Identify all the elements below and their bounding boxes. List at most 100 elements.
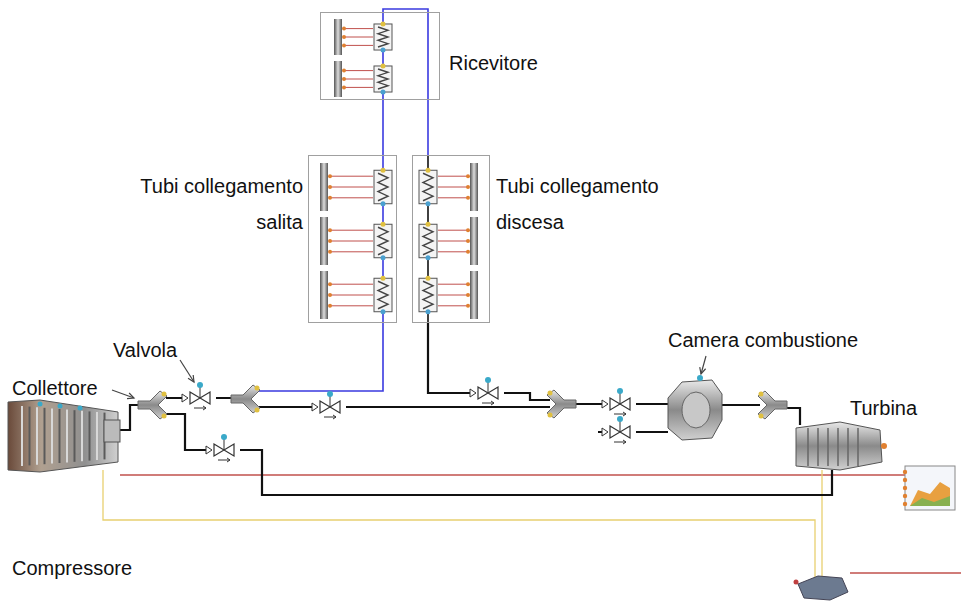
- pipe-icon: [423, 173, 433, 200]
- turbine-blades: [857, 428, 859, 466]
- compressor-blades: [74, 410, 76, 462]
- port-dot: [342, 43, 346, 47]
- valve-symbol: [182, 394, 188, 402]
- pipe-icon: [419, 170, 437, 203]
- valve-symbol: [324, 415, 336, 419]
- turbine-blades: [847, 428, 849, 466]
- heat-link: [345, 79, 373, 80]
- component-label: Turbina: [850, 396, 917, 420]
- monitor-icon: [905, 466, 955, 510]
- valve-symbol: [485, 377, 491, 383]
- port-dot: [466, 250, 470, 254]
- heat-link: [438, 251, 467, 252]
- heat-link: [345, 28, 373, 29]
- pipe-icon: [378, 227, 388, 254]
- valve-symbol: [200, 387, 201, 398]
- port-dot: [342, 27, 346, 31]
- valve-symbol: [620, 393, 621, 404]
- pipe-line: [258, 406, 550, 408]
- valve-symbol: [182, 382, 216, 410]
- port-dot: [381, 276, 386, 281]
- port-dot: [903, 470, 907, 474]
- group-box: Ricevitore: [320, 12, 440, 100]
- group-heading: Ricevitore: [449, 45, 538, 81]
- heat-link: [438, 197, 467, 198]
- tube-segment: [419, 163, 478, 211]
- port-dot: [162, 392, 167, 397]
- tube-segment: [320, 217, 392, 265]
- pipe-line: [786, 408, 800, 425]
- wall-bar: [320, 163, 328, 211]
- valve-symbol: [194, 406, 206, 410]
- pipe-icon: [423, 227, 433, 254]
- compressor-blades: [36, 407, 38, 465]
- port-dot: [381, 63, 386, 68]
- wall-bar: [470, 271, 478, 319]
- junction-symbol: [547, 390, 576, 418]
- heat-link: [331, 197, 373, 198]
- heat-link: [438, 241, 467, 242]
- turbine-blades: [837, 428, 839, 466]
- junction-symbol: [138, 391, 167, 419]
- port-dot: [38, 402, 43, 407]
- junction-symbol: [138, 391, 167, 419]
- shaft-line: [821, 470, 822, 578]
- port-dot: [426, 168, 431, 173]
- pipe-line: [166, 414, 832, 495]
- port-dot: [328, 174, 332, 178]
- junction-symbol: [547, 390, 576, 418]
- port-dot: [381, 90, 386, 95]
- port-dot: [759, 414, 764, 419]
- pipe-icon: [374, 66, 392, 92]
- heat-link: [438, 305, 467, 306]
- compressor-blades: [51, 408, 53, 463]
- heat-link: [438, 284, 467, 285]
- valve-symbol: [330, 396, 331, 407]
- turbine-blades: [817, 428, 819, 466]
- tube-segment: [320, 271, 392, 319]
- port-dot: [328, 196, 332, 200]
- port-dot: [466, 196, 470, 200]
- port-dot: [548, 413, 553, 418]
- compressor-blades: [59, 409, 61, 463]
- compressor-graphic: [8, 400, 120, 472]
- generator-icon: [798, 576, 848, 600]
- port-dot: [466, 282, 470, 286]
- heat-link: [331, 230, 373, 231]
- port-dot: [426, 201, 431, 206]
- pipe-icon: [374, 170, 392, 203]
- heat-link: [331, 241, 373, 242]
- tube-segment: [334, 19, 392, 55]
- port-dot: [342, 69, 346, 73]
- signal-line: [120, 474, 905, 475]
- port-dot: [381, 21, 386, 26]
- port-dot: [466, 185, 470, 189]
- junction-symbol: [758, 391, 787, 419]
- generator-icon: [794, 576, 849, 600]
- heat-link: [345, 70, 373, 71]
- port-dot: [255, 386, 260, 391]
- leader-arrow: [180, 360, 194, 382]
- heat-link: [331, 176, 373, 177]
- port-dot: [381, 255, 386, 260]
- tube-segment: [419, 271, 478, 319]
- heat-link: [331, 305, 373, 306]
- leader-arrow: [188, 375, 194, 382]
- wall-bar: [334, 61, 342, 97]
- junction-symbol: [231, 385, 260, 413]
- port-dot: [328, 185, 332, 189]
- group-box: Tubi collegamento discesa: [412, 155, 490, 323]
- port-dot: [426, 309, 431, 314]
- compressor-graphic: [8, 400, 118, 472]
- pipe-icon: [378, 69, 388, 89]
- port-dot: [328, 239, 332, 243]
- monitor-icon: [903, 466, 955, 510]
- compressor-blades: [29, 407, 31, 466]
- compressor-blades: [44, 408, 46, 464]
- pipe-connector: [382, 100, 384, 155]
- junction-symbol: [758, 391, 787, 419]
- signal-line: [850, 572, 961, 573]
- group-box: Tubi collegamento salita: [308, 155, 397, 323]
- port-dot: [466, 228, 470, 232]
- valve-symbol: [602, 416, 636, 444]
